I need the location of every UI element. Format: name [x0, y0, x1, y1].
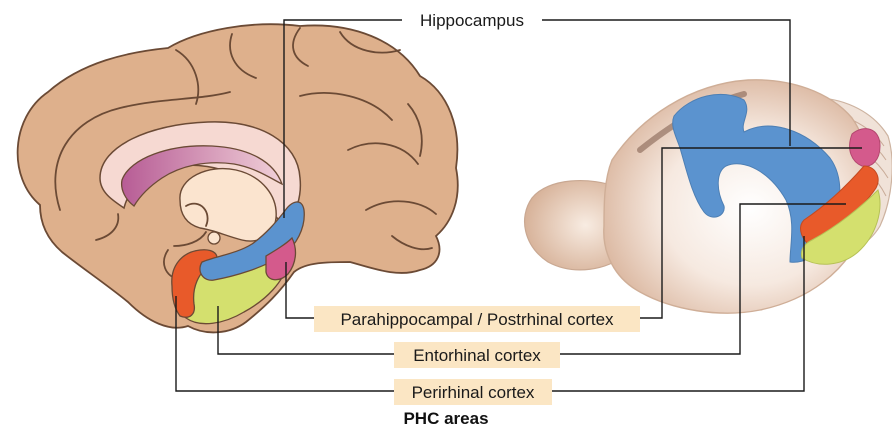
human-brain-medial-view-icon	[18, 24, 458, 332]
rodent-brain-lateral-view-icon	[525, 80, 892, 313]
perirhinal-label: Perirhinal cortex	[412, 383, 535, 402]
parahippocampal-label: Parahippocampal / Postrhinal cortex	[340, 310, 614, 329]
diagram-title: PHC areas	[403, 409, 488, 428]
entorhinal-label: Entorhinal cortex	[413, 346, 541, 365]
hippocampus-label: Hippocampus	[420, 11, 524, 30]
